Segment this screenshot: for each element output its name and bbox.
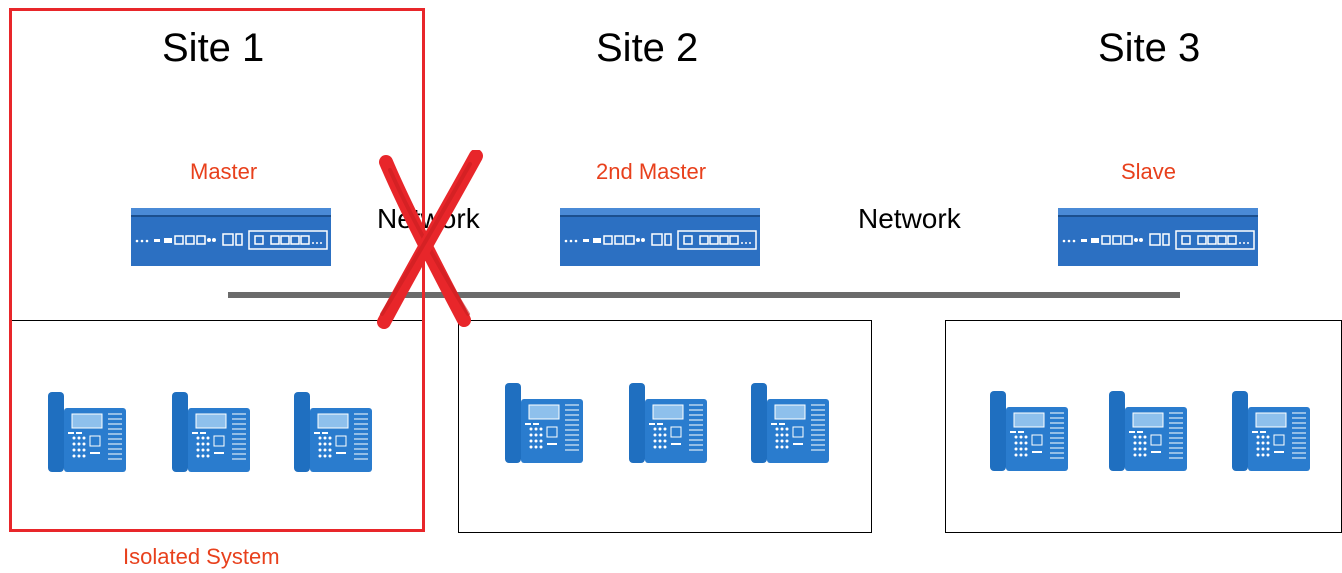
isolated-system-label: Isolated System: [123, 544, 280, 569]
site-2-phone-group: [458, 320, 872, 533]
site-2-role: 2nd Master: [596, 159, 707, 184]
site-3-title: Site 3: [1098, 26, 1201, 70]
isolated-site-frame: [9, 8, 425, 532]
pbx-main-unit-icon: [1058, 208, 1258, 266]
network-backbone-line: [228, 292, 1180, 298]
pbx-main-unit-icon: [131, 208, 331, 266]
ip-phone-icon: [292, 392, 376, 472]
site-2-title: Site 2: [596, 26, 699, 70]
ip-phone-icon: [46, 392, 130, 472]
ip-phone-icon: [1107, 391, 1191, 471]
ip-phone-icon: [503, 383, 587, 463]
ip-phone-icon: [627, 383, 711, 463]
red-x-cross-icon: [372, 150, 484, 330]
site-3-role: Slave: [1121, 159, 1177, 184]
ip-phone-icon: [749, 383, 833, 463]
ip-phone-icon: [1230, 391, 1314, 471]
site-1-title: Site 1: [162, 26, 265, 70]
ip-phone-icon: [170, 392, 254, 472]
site-1-role: Master: [190, 159, 258, 184]
network-label-2: Network: [858, 203, 961, 234]
ip-phone-icon: [988, 391, 1072, 471]
pbx-main-unit-icon: [560, 208, 760, 266]
